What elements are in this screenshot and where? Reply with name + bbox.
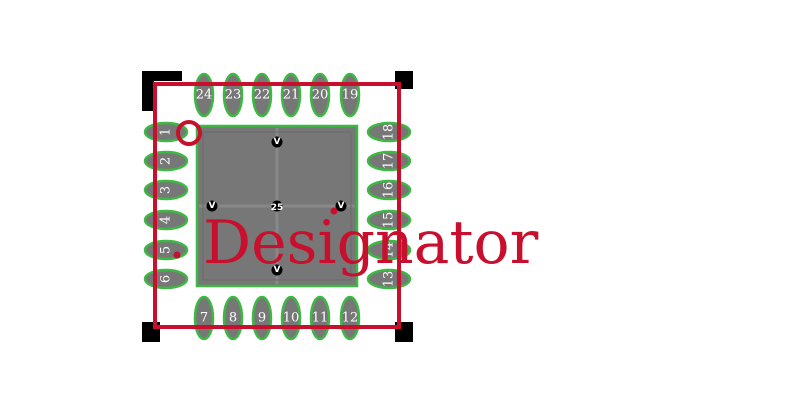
pad-number: 6 (159, 275, 174, 283)
pad-9[interactable]: 9 (251, 295, 273, 341)
pad-number: 10 (283, 311, 300, 326)
pad-11[interactable]: 11 (309, 295, 331, 341)
silkscreen-outline (153, 82, 401, 329)
pad-number: 2 (159, 157, 174, 165)
pad-5[interactable]: 5 (143, 239, 189, 261)
via-hole (206, 200, 218, 212)
pad-number: 12 (342, 311, 359, 326)
pin1-dot (173, 251, 181, 259)
pad-6[interactable]: 6 (143, 268, 189, 290)
designator-label: Designator (203, 208, 539, 278)
via-hole (271, 264, 283, 276)
pad-number: 23 (225, 88, 242, 103)
pad-number: 1 (159, 128, 174, 136)
pad-number: 11 (312, 311, 329, 326)
thermal-via: V (271, 264, 283, 276)
pad-number: 5 (159, 246, 174, 254)
pad-number: 16 (382, 182, 397, 199)
pin1-indicator-circle (176, 120, 202, 146)
thermal-via: V (206, 200, 218, 212)
thermal-via: V (335, 200, 347, 212)
pad-number: 15 (382, 212, 397, 229)
pad-3[interactable]: 3 (143, 179, 189, 201)
via-label: V (338, 201, 345, 211)
pad-17[interactable]: 17 (366, 150, 412, 172)
pad-12[interactable]: 12 (339, 295, 361, 341)
pad-21[interactable]: 21 (280, 72, 302, 118)
pad-number: 20 (312, 88, 329, 103)
pad-7[interactable]: 7 (193, 295, 215, 341)
via-label: V (274, 137, 281, 147)
via-label: V (274, 265, 281, 275)
pad-number: 13 (382, 271, 397, 288)
pad-2[interactable]: 2 (143, 150, 189, 172)
pad-8[interactable]: 8 (222, 295, 244, 341)
pad-number: 22 (254, 88, 271, 103)
via-hole (271, 136, 283, 148)
thermal-via: V (271, 136, 283, 148)
pad-number: 9 (258, 311, 266, 326)
pad-number: 18 (382, 124, 397, 141)
pad-24[interactable]: 24 (193, 72, 215, 118)
pad-19[interactable]: 19 (339, 72, 361, 118)
pad-18[interactable]: 18 (366, 121, 412, 143)
pad-23[interactable]: 23 (222, 72, 244, 118)
thermal-pad-number: 25 (271, 203, 284, 213)
pad-number: 24 (196, 88, 213, 103)
pad-number: 21 (283, 88, 300, 103)
thermal-vias: V V V V (206, 136, 347, 276)
pad-20[interactable]: 20 (309, 72, 331, 118)
center-via (271, 200, 283, 212)
pad-number: 19 (342, 88, 359, 103)
pad-number: 17 (382, 153, 397, 170)
via-hole (335, 200, 347, 212)
pad-number: 3 (159, 186, 174, 194)
courtyard-corner-top-left-v (142, 71, 154, 111)
center-marker-dot (330, 207, 338, 215)
pad-number: 14 (382, 242, 397, 259)
pad-22[interactable]: 22 (251, 72, 273, 118)
pad-10[interactable]: 10 (280, 295, 302, 341)
via-label: V (209, 201, 216, 211)
pad-number: 8 (229, 311, 237, 326)
pad-16[interactable]: 16 (366, 179, 412, 201)
pad-number: 7 (200, 311, 208, 326)
pad-4[interactable]: 4 (143, 209, 189, 231)
courtyard-corner-top-left (142, 71, 182, 81)
pad-number: 4 (159, 216, 174, 224)
